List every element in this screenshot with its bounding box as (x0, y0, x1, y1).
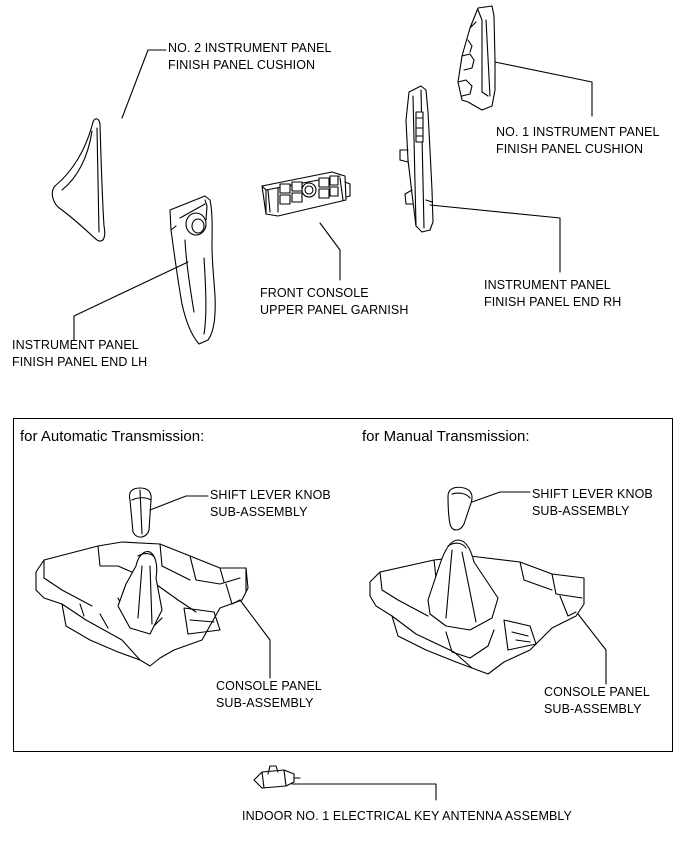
leader-lines-lower (149, 491, 607, 685)
at-console-label-line1: CONSOLE PANEL (216, 679, 322, 693)
mt-knob-label: SHIFT LEVER KNOB SUB-ASSEMBLY (532, 486, 653, 520)
front-console-garnish-label-line1: FRONT CONSOLE (260, 286, 369, 300)
end-lh-label-line2: FINISH PANEL END LH (12, 355, 148, 369)
at-knob-label: SHIFT LEVER KNOB SUB-ASSEMBLY (210, 487, 331, 521)
garnish-part (261, 171, 351, 217)
end-lh-label: INSTRUMENT PANEL FINISH PANEL END LH (12, 337, 147, 371)
front-console-garnish-label: FRONT CONSOLE UPPER PANEL GARNISH (260, 285, 408, 319)
no2-cushion-part (51, 118, 106, 242)
mt-console-part (369, 539, 585, 675)
mt-console-label-line2: SUB-ASSEMBLY (544, 702, 642, 716)
mt-console-label: CONSOLE PANEL SUB-ASSEMBLY (544, 684, 650, 718)
at-knob-label-line1: SHIFT LEVER KNOB (210, 488, 331, 502)
at-knob-label-line2: SUB-ASSEMBLY (210, 505, 308, 519)
end-rh-label: INSTRUMENT PANEL FINISH PANEL END RH (484, 277, 621, 311)
end-lh-part (169, 195, 216, 345)
at-console-part (35, 541, 249, 667)
no1-cushion-label-line1: NO. 1 INSTRUMENT PANEL (496, 125, 660, 139)
no1-cushion-label: NO. 1 INSTRUMENT PANEL FINISH PANEL CUSH… (496, 124, 660, 158)
at-console-label-line2: SUB-ASSEMBLY (216, 696, 314, 710)
leader-lines-upper (73, 49, 593, 341)
mt-knob-label-line1: SHIFT LEVER KNOB (532, 487, 653, 501)
at-console-label: CONSOLE PANEL SUB-ASSEMBLY (216, 678, 322, 712)
end-lh-label-line1: INSTRUMENT PANEL (12, 338, 139, 352)
mt-shift-knob-part (447, 486, 473, 531)
transmission-variants-box (13, 418, 673, 752)
mt-console-label-line1: CONSOLE PANEL (544, 685, 650, 699)
front-console-garnish-label-line2: UPPER PANEL GARNISH (260, 303, 409, 317)
end-rh-label-line2: FINISH PANEL END RH (484, 295, 622, 309)
no1-cushion-part (457, 5, 496, 111)
no2-cushion-label-line1: NO. 2 INSTRUMENT PANEL (168, 41, 332, 55)
at-shift-knob-part (128, 487, 152, 538)
antenna-part (253, 765, 437, 801)
end-rh-label-line1: INSTRUMENT PANEL (484, 278, 611, 292)
no2-cushion-label: NO. 2 INSTRUMENT PANEL FINISH PANEL CUSH… (168, 40, 332, 74)
no2-cushion-label-line2: FINISH PANEL CUSHION (168, 58, 316, 72)
no1-cushion-label-line2: FINISH PANEL CUSHION (496, 142, 644, 156)
end-rh-part (399, 85, 434, 233)
automatic-section-heading: for Automatic Transmission: (20, 428, 205, 445)
manual-section-heading: for Manual Transmission: (362, 428, 530, 445)
mt-knob-label-line2: SUB-ASSEMBLY (532, 504, 630, 518)
antenna-label: INDOOR NO. 1 ELECTRICAL KEY ANTENNA ASSE… (242, 809, 572, 823)
